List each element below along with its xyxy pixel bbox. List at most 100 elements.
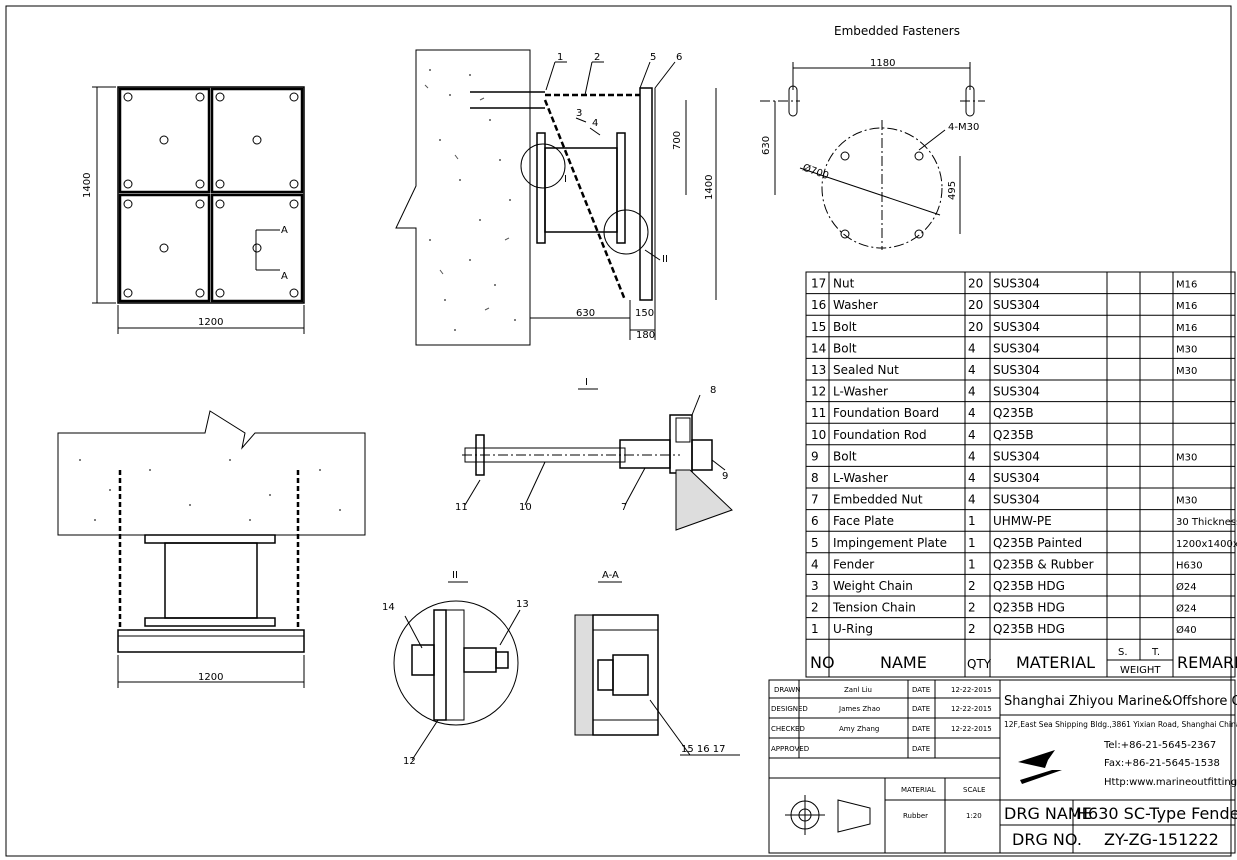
bom-cell-material: Q235B HDG [993, 579, 1065, 593]
bom-cell-no: 14 [811, 341, 826, 355]
tb-scale-label: SCALE [963, 786, 985, 794]
bom-cell-remark: M16 [1176, 280, 1197, 291]
title-block [768, 679, 1236, 854]
bom-header-t: T. [1151, 647, 1160, 658]
section-aa-title: A-A [602, 570, 619, 581]
section-aa-view [574, 581, 740, 756]
plan-view [92, 86, 305, 334]
bom-cell-qty: 2 [968, 579, 976, 593]
bom-cell-remark: 30 Thickness [1176, 517, 1237, 528]
bom-cell-no: 12 [811, 385, 826, 399]
bom-cell-name: Face Plate [833, 514, 894, 528]
bom-cell-no: 2 [811, 601, 819, 615]
bom-cell-qty: 1 [968, 557, 976, 571]
dim-diameter-700: Ø700 [801, 162, 830, 183]
bom-cell-material: Q235B [993, 428, 1034, 442]
bom-table [805, 271, 1236, 678]
bom-cell-qty: 4 [968, 471, 976, 485]
bom-cell-remark: M16 [1176, 301, 1197, 312]
bom-cell-material: SUS304 [993, 493, 1040, 507]
bom-cell-material: Q235B Painted [993, 536, 1082, 550]
dim-holes: 4-M30 [948, 122, 979, 133]
dim-630: 630 [576, 308, 595, 319]
tb-date-1: 12-22-2015 [951, 686, 992, 694]
callout-4: 4 [592, 118, 598, 129]
bom-cell-remark: Ø24 [1176, 581, 1197, 593]
bom-cell-remark: M16 [1176, 323, 1197, 334]
detail-i-callout-9: 9 [722, 471, 728, 482]
bom-cell-material: SUS304 [993, 471, 1040, 485]
tb-drg-no-label: DRG NO. [1012, 830, 1082, 849]
bom-cell-no: 3 [811, 579, 819, 593]
bom-cell-no: 13 [811, 363, 826, 377]
tb-drg-name-label: DRG NAME [1004, 804, 1092, 823]
tb-approved-label: APPROVED [771, 745, 809, 753]
bom-cell-material: Q235B HDG [993, 601, 1065, 615]
bom-cell-name: Weight Chain [833, 579, 913, 593]
bom-cell-no: 10 [811, 428, 826, 442]
tb-date-3: 12-22-2015 [951, 725, 992, 733]
tb-address: 12F,East Sea Shipping Bldg.,3861 Yixian … [1004, 720, 1237, 729]
section-aa-callouts: 15 16 17 [681, 744, 726, 755]
tb-designed-label: DESIGNED [771, 705, 808, 713]
plan-width-dim: 1200 [198, 317, 223, 328]
bom-cell-name: Embedded Nut [833, 493, 923, 507]
detail-i-title: I [585, 377, 588, 388]
tb-fax: Fax:+86-21-5645-1538 [1104, 758, 1220, 769]
embedded-fasteners-title: Embedded Fasteners [834, 24, 960, 38]
bom-cell-remark: 1200x1400x150 [1176, 539, 1237, 550]
tb-date-label-1: DATE [912, 686, 930, 694]
dim-700: 700 [672, 131, 683, 150]
detail-ii-callout-14: 14 [382, 602, 395, 613]
bom-cell-name: Foundation Board [833, 406, 939, 420]
detail-i-view [462, 388, 733, 531]
bom-cell-no: 9 [811, 449, 819, 463]
bom-cell-name: L-Washer [833, 471, 888, 485]
front-width-dim: 1200 [198, 672, 223, 683]
tb-date-label-4: DATE [912, 745, 930, 753]
dim-150: 150 [635, 308, 654, 319]
bom-cell-qty: 1 [968, 536, 976, 550]
bom-cell-qty: 4 [968, 493, 976, 507]
callout-3: 3 [576, 108, 582, 119]
bom-cell-no: 1 [811, 622, 819, 636]
bom-cell-qty: 4 [968, 449, 976, 463]
detail-mark-ii: II [662, 254, 668, 265]
bom-cell-qty: 4 [968, 406, 976, 420]
tb-material: Rubber [903, 812, 928, 820]
detail-mark-i: I [564, 174, 567, 185]
embedded-fasteners-view [760, 62, 985, 250]
bom-cell-material: UHMW-PE [993, 514, 1052, 528]
bom-cell-no: 17 [811, 277, 826, 291]
detail-i-callout-7: 7 [621, 502, 627, 513]
bom-cell-material: SUS304 [993, 449, 1040, 463]
bom-cell-remark: Ø40 [1176, 624, 1197, 636]
bom-cell-material: SUS304 [993, 385, 1040, 399]
bom-cell-remark: M30 [1176, 366, 1197, 377]
tb-designed: James Zhao [838, 705, 880, 713]
bom-cell-qty: 20 [968, 277, 983, 291]
bom-cell-name: Impingement Plate [833, 536, 947, 550]
bom-cell-remark: H630 [1176, 560, 1203, 571]
detail-ii-callout-13: 13 [516, 599, 529, 610]
bom-cell-qty: 20 [968, 298, 983, 312]
bom-cell-material: SUS304 [993, 363, 1040, 377]
bom-header-name: NAME [880, 653, 927, 672]
bom-header-weight: WEIGHT [1120, 665, 1161, 676]
plan-height-dim: 1400 [82, 173, 93, 198]
section-mark-a-bottom: A [281, 271, 288, 282]
sheet-border [5, 5, 1232, 857]
tb-checked: Amy Zhang [839, 725, 879, 733]
bom-cell-name: Bolt [833, 449, 857, 463]
bom-cell-name: Washer [833, 298, 878, 312]
callout-2: 2 [594, 52, 600, 63]
